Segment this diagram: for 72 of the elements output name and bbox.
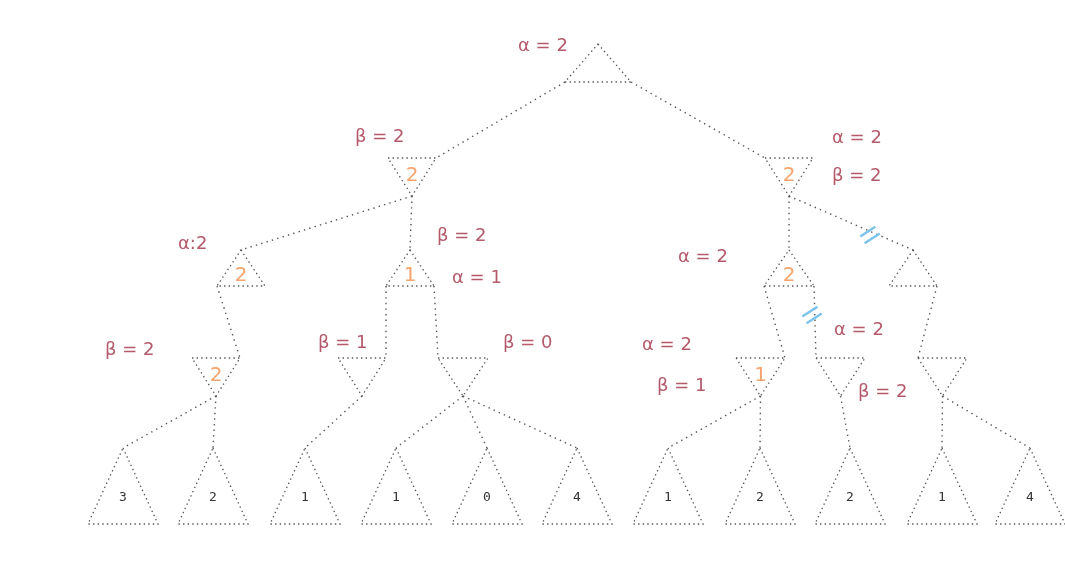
max-node-triangle	[889, 250, 937, 286]
min-node-triangle	[765, 158, 813, 196]
connector-line	[788, 195, 790, 251]
max-node-triangle	[764, 250, 814, 286]
leaf-value: 2	[846, 490, 854, 503]
leaf-node-triangle	[907, 448, 977, 524]
leaf-value: 4	[1026, 490, 1034, 503]
bound-annotation: α = 2	[518, 36, 568, 54]
node-value: 2	[782, 264, 796, 284]
connector-line	[462, 395, 488, 449]
connector-line	[763, 285, 786, 359]
bound-annotation: β = 2	[858, 382, 908, 400]
connector-line	[630, 81, 766, 159]
node-value: 2	[405, 164, 419, 184]
bound-annotation: α = 2	[642, 335, 692, 353]
node-value: 2	[209, 364, 223, 384]
min-node-triangle	[918, 358, 967, 396]
bound-annotation: β = 2	[832, 166, 882, 184]
leaf-value: 3	[119, 490, 127, 503]
connector-line	[941, 395, 1031, 449]
leaf-value: 1	[938, 490, 946, 503]
min-node-triangle	[388, 158, 436, 196]
connector-line	[435, 81, 566, 159]
bound-annotation: α = 2	[834, 320, 884, 338]
bound-annotation: α = 2	[678, 247, 728, 265]
leaf-node-triangle	[542, 448, 612, 524]
node-value: 1	[754, 364, 767, 384]
bound-annotation: β = 2	[355, 127, 405, 145]
max-node-triangle	[386, 250, 434, 286]
min-node-triangle	[736, 358, 785, 396]
connector-line	[839, 395, 851, 449]
min-node-triangle	[338, 358, 386, 396]
leaf-value: 1	[392, 490, 400, 503]
bound-annotation: β = 1	[318, 333, 368, 351]
connector-line	[409, 195, 413, 251]
connector-line	[212, 395, 217, 449]
leaf-node-triangle	[815, 448, 885, 524]
bound-annotation: β = 1	[657, 376, 707, 394]
node-value: 2	[234, 264, 248, 284]
bound-annotation: β = 2	[437, 226, 487, 244]
connector-line	[462, 395, 578, 449]
bound-annotation: β = 0	[503, 333, 553, 351]
leaf-node-triangle	[995, 448, 1065, 524]
leaf-value: 0	[483, 490, 491, 503]
connector-line	[304, 395, 363, 449]
bound-annotation: α = 2	[832, 128, 882, 146]
max-node-triangle	[217, 250, 265, 286]
node-value: 2	[782, 164, 796, 184]
bound-annotation: α:2	[178, 234, 208, 252]
leaf-node-triangle	[452, 448, 522, 524]
bound-annotation: α = 1	[452, 268, 502, 286]
connector-line	[216, 285, 241, 359]
leaf-node-triangle	[270, 448, 340, 524]
leaf-value: 1	[664, 490, 672, 503]
leaf-value: 2	[209, 490, 217, 503]
min-node-triangle	[438, 358, 488, 396]
leaf-node-triangle	[725, 448, 795, 524]
node-value: 1	[403, 264, 417, 284]
min-node-triangle	[192, 358, 240, 396]
leaf-node-triangle	[361, 448, 431, 524]
connector-line	[759, 395, 762, 449]
leaf-node-triangle	[178, 448, 248, 524]
connector-line	[395, 395, 464, 449]
bound-annotation: β = 2	[105, 340, 155, 358]
leaf-value: 1	[301, 490, 309, 503]
leaf-node-triangle	[633, 448, 703, 524]
connector-line	[917, 285, 938, 359]
leaf-value: 4	[573, 490, 581, 503]
connector-line	[788, 195, 914, 251]
max-node-triangle	[565, 44, 631, 82]
leaf-value: 2	[756, 490, 764, 503]
leaf-node-triangle	[88, 448, 158, 524]
